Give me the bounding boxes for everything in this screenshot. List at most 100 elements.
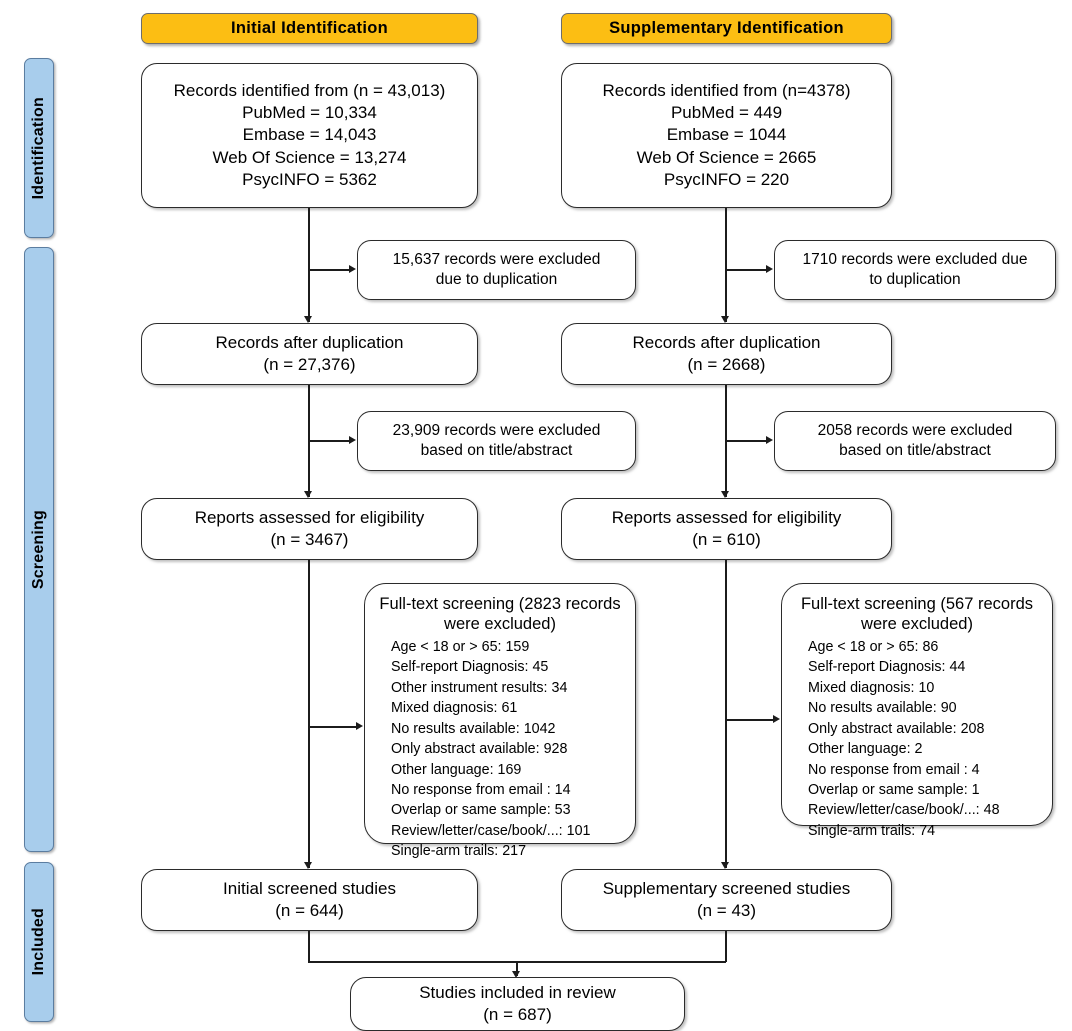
list-item: Single-arm trails: 217 <box>391 843 527 860</box>
column-header-supplementary-identification: Supplementary Identification <box>561 13 892 44</box>
connector-initial-identified-to-dedup <box>308 208 310 322</box>
text-line: (n = 610) <box>692 530 761 549</box>
text-line: Records identified from (n = 43,013) <box>173 81 446 101</box>
list-item: Overlap or same sample: 1 <box>808 781 980 798</box>
box-supplementary-reports-eligibility: Reports assessed for eligibility (n = 61… <box>561 498 892 560</box>
box-initial-records-identified: Records identified from (n = 43,013) Pub… <box>141 63 478 208</box>
stage-tab-identification-label: Identification <box>30 96 47 200</box>
text-line: based on title/abstract <box>839 442 991 459</box>
list-item: Self-report Diagnosis: 45 <box>391 659 549 676</box>
list-item: No results available: 90 <box>808 700 957 717</box>
arrow-initial-to-eligibility <box>304 491 312 498</box>
box-initial-fulltext-screening: Full-text screening (2823 records were e… <box>364 583 636 859</box>
text-line: Records identified from (n=4378) <box>602 81 851 101</box>
box-studies-included-in-review: Studies included in review (n = 687) <box>350 977 685 1031</box>
connector-supp-title-abstract-branch <box>725 440 768 442</box>
box-supplementary-records-after-duplication: Records after duplication (n = 2668) <box>561 323 892 385</box>
list-item: Other instrument results: 34 <box>391 679 568 696</box>
connector-supp-fulltext-branch <box>725 719 775 721</box>
box-supplementary-fulltext-screening: Full-text screening (567 records were ex… <box>781 583 1053 839</box>
column-header-supplementary-label: Supplementary Identification <box>609 19 844 37</box>
fulltext-reason-list: Age < 18 or > 65: 159 Self-report Diagno… <box>377 637 623 862</box>
stage-tab-screening-label: Screening <box>30 509 47 590</box>
connector-initial-down-to-merge <box>308 931 310 962</box>
box-supplementary-excluded-title-abstract: 2058 records were excluded based on titl… <box>774 411 1056 471</box>
text-line: Web Of Science = 2665 <box>636 147 817 167</box>
text-line: (567 records were excluded) <box>861 595 1034 634</box>
text-line: (2823 records were excluded) <box>444 595 621 634</box>
list-item: No response from email : 4 <box>808 761 980 778</box>
text-line: Web Of Science = 13,274 <box>212 147 407 167</box>
text-line: Records after duplication <box>632 332 821 352</box>
list-item: Other language: 169 <box>391 761 522 778</box>
text-line: Full-text screening <box>379 595 515 613</box>
text-line: PubMed = 449 <box>670 103 783 123</box>
connector-supp-identified-to-dedup <box>725 208 727 322</box>
fulltext-reason-list: Age < 18 or > 65: 86 Self-report Diagnos… <box>794 637 1040 841</box>
text-line: due to duplication <box>435 271 558 288</box>
fulltext-title: Full-text screening (567 records were ex… <box>794 594 1040 635</box>
arrow-initial-title-abstract-exclusion <box>349 436 356 444</box>
arrow-supp-dup-exclusion <box>766 265 773 273</box>
stage-tab-included: Included <box>24 862 54 1022</box>
list-item: Mixed diagnosis: 10 <box>808 679 935 696</box>
connector-merge-to-final <box>516 961 518 976</box>
text-line: PsycINFO = 220 <box>663 169 790 189</box>
text-line: (n = 644) <box>275 901 344 920</box>
box-supplementary-excluded-duplication: 1710 records were excluded due to duplic… <box>774 240 1056 300</box>
arrow-supp-to-eligibility <box>721 491 729 498</box>
arrow-supp-to-after-duplication <box>721 316 729 323</box>
text-line: to duplication <box>869 271 961 288</box>
text-line: (n = 687) <box>483 1005 552 1024</box>
fulltext-title: Full-text screening (2823 records were e… <box>377 594 623 635</box>
connector-initial-dup-branch <box>308 269 351 271</box>
list-item: Self-report Diagnosis: 44 <box>808 659 966 676</box>
arrow-initial-fulltext-exclusion <box>356 722 363 730</box>
connector-initial-title-abstract-branch <box>308 440 351 442</box>
list-item: Single-arm trails: 74 <box>808 822 936 839</box>
column-header-initial-label: Initial Identification <box>231 19 388 37</box>
list-item: No response from email : 14 <box>391 781 571 798</box>
text-line: Reports assessed for eligibility <box>194 507 425 527</box>
box-initial-records-after-duplication: Records after duplication (n = 27,376) <box>141 323 478 385</box>
text-line: 23,909 records were excluded <box>392 422 601 440</box>
arrow-supp-to-screened-studies <box>721 862 729 869</box>
box-initial-excluded-duplication: 15,637 records were excluded due to dupl… <box>357 240 636 300</box>
connector-supp-dup-branch <box>725 269 768 271</box>
column-header-initial-identification: Initial Identification <box>141 13 478 44</box>
list-item: Age < 18 or > 65: 159 <box>391 638 530 655</box>
list-item: Only abstract available: 208 <box>808 720 985 737</box>
box-supplementary-records-identified: Records identified from (n=4378) PubMed … <box>561 63 892 208</box>
arrow-initial-dup-exclusion <box>349 265 356 273</box>
arrow-supp-fulltext-exclusion <box>773 715 780 723</box>
connector-initial-fulltext-branch <box>308 726 358 728</box>
text-line: Supplementary screened studies <box>602 878 851 898</box>
stage-tab-included-label: Included <box>30 908 47 976</box>
text-line: (n = 3467) <box>270 530 349 549</box>
box-initial-screened-studies: Initial screened studies (n = 644) <box>141 869 478 931</box>
text-line: Reports assessed for eligibility <box>611 507 842 527</box>
list-item: Review/letter/case/book/...: 48 <box>808 802 1000 819</box>
list-item: Review/letter/case/book/...: 101 <box>391 822 591 839</box>
text-line: Embase = 1044 <box>666 125 787 145</box>
arrow-initial-to-screened-studies <box>304 862 312 869</box>
list-item: Age < 18 or > 65: 86 <box>808 638 939 655</box>
list-item: No results available: 1042 <box>391 720 556 737</box>
text-line: (n = 43) <box>696 901 757 920</box>
list-item: Only abstract available: 928 <box>391 741 568 758</box>
text-line: based on title/abstract <box>420 442 573 459</box>
connector-supp-eligibility-to-screened <box>725 560 727 868</box>
text-line: Initial screened studies <box>223 878 396 898</box>
stage-tab-screening: Screening <box>24 247 54 852</box>
text-line: Embase = 14,043 <box>242 125 377 145</box>
text-line: 2058 records were excluded <box>817 422 1013 440</box>
list-item: Mixed diagnosis: 61 <box>391 700 518 717</box>
connector-initial-eligibility-to-screened <box>308 560 310 868</box>
text-line: PsycINFO = 5362 <box>242 169 377 189</box>
text-line: 1710 records were excluded due <box>802 251 1028 269</box>
arrow-merge-to-final <box>512 971 520 978</box>
stage-tab-identification: Identification <box>24 58 54 238</box>
connector-supp-down-to-merge <box>725 931 727 962</box>
list-item: Other language: 2 <box>808 741 923 758</box>
